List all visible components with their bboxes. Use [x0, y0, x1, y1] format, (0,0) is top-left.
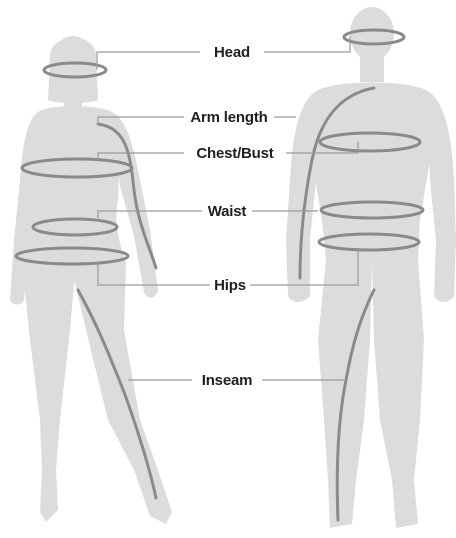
label-waist: Waist [208, 203, 247, 220]
male-silhouette [286, 7, 456, 528]
female-silhouette [10, 36, 172, 524]
label-arm-length: Arm length [190, 109, 267, 126]
label-chest-bust: Chest/Bust [196, 145, 273, 162]
label-hips: Hips [214, 277, 246, 294]
label-head: Head [214, 44, 250, 61]
label-inseam: Inseam [202, 372, 253, 389]
